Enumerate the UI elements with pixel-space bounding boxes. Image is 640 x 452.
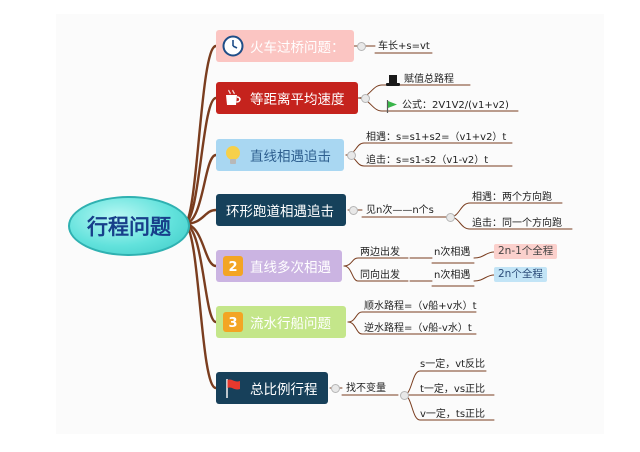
red-flag-icon <box>222 377 244 399</box>
collapse-toggle[interactable] <box>347 151 356 160</box>
topic-label: 环形跑道相遇追击 <box>226 204 334 220</box>
ratio-s-fixed: s一定，vt反比 <box>420 359 486 370</box>
topic-train-bridge[interactable]: 火车过桥问题： <box>216 30 354 62</box>
collapse-toggle[interactable] <box>331 384 340 393</box>
multi-n-meet-2: n次相遇 <box>434 270 471 281</box>
root-label: 行程问题 <box>87 215 171 239</box>
number-2-icon: 2 <box>222 255 244 277</box>
multi-both-ends: 两边出发 <box>360 247 400 258</box>
ratio-v-fixed: v一定，ts正比 <box>420 409 486 420</box>
avg-formula-label: 公式：2V1V2/(v1+v2) <box>402 100 509 111</box>
linear-meet-formula: 相遇：s=s1+s2=（v1+v2）t <box>366 132 507 143</box>
boat-downstream-formula: 顺水路程=（v船+v水）t <box>364 301 477 312</box>
boat-upstream-formula: 逆水路程=（v船-v水）t <box>364 323 472 334</box>
topic-circular-track[interactable]: 环形跑道相遇追击 <box>216 194 346 226</box>
ratio-invariant-label: 找不变量 <box>346 383 386 394</box>
circular-chase-label: 追击：同一个方向跑 <box>472 218 562 229</box>
clock-icon <box>222 35 244 57</box>
top-hat-icon <box>386 72 400 91</box>
multi-laps-even: 2n个全程 <box>494 267 547 282</box>
topic-label: 总比例行程 <box>250 382 318 398</box>
collapse-toggle[interactable] <box>446 213 455 222</box>
branch-linear <box>182 153 218 226</box>
multi-n-meet-1: n次相遇 <box>434 247 471 258</box>
ratio-t-fixed: t一定，vs正比 <box>420 384 486 395</box>
circular-times-label: 见n次——n个s <box>366 205 434 216</box>
topic-boat-current[interactable]: 3 流水行船问题 <box>216 306 346 338</box>
topic-label: 直线相遇追击 <box>250 149 331 165</box>
branch-ratio <box>182 222 218 390</box>
train-formula: 车长+s=vt <box>378 41 430 52</box>
lightbulb-icon <box>222 144 244 166</box>
topic-average-speed[interactable]: 等距离平均速度 <box>216 82 358 114</box>
svg-text:3: 3 <box>228 316 237 331</box>
collapse-toggle[interactable] <box>357 42 366 51</box>
topic-label: 直线多次相遇 <box>250 260 331 276</box>
topic-label: 流水行船问题 <box>250 316 331 332</box>
topic-label: 火车过桥问题： <box>250 40 345 56</box>
circular-meet-label: 相遇：两个方向跑 <box>472 192 552 203</box>
avg-assign-label: 赋值总路程 <box>404 74 454 85</box>
topic-ratio-travel[interactable]: 总比例行程 <box>216 372 328 404</box>
multi-same-dir: 同向出发 <box>360 270 400 281</box>
collapse-toggle[interactable] <box>349 206 358 215</box>
collapse-toggle[interactable] <box>400 391 409 400</box>
topic-linear-meet-chase[interactable]: 直线相遇追击 <box>216 139 344 171</box>
collapse-toggle[interactable] <box>361 94 370 103</box>
branch-train <box>182 44 218 226</box>
root-topic[interactable]: 行程问题 <box>68 196 190 256</box>
number-3-icon: 3 <box>222 311 244 333</box>
svg-text:2: 2 <box>228 260 237 275</box>
green-flag-icon <box>386 98 398 117</box>
multi-laps-odd: 2n-1个全程 <box>494 244 558 259</box>
cup-icon <box>222 87 244 109</box>
topic-multiple-meetings[interactable]: 2 直线多次相遇 <box>216 250 342 282</box>
topic-label: 等距离平均速度 <box>250 92 345 108</box>
branch-avg <box>182 96 218 226</box>
linear-chase-formula: 追击：s=s1-s2（v1-v2）t <box>366 155 489 166</box>
